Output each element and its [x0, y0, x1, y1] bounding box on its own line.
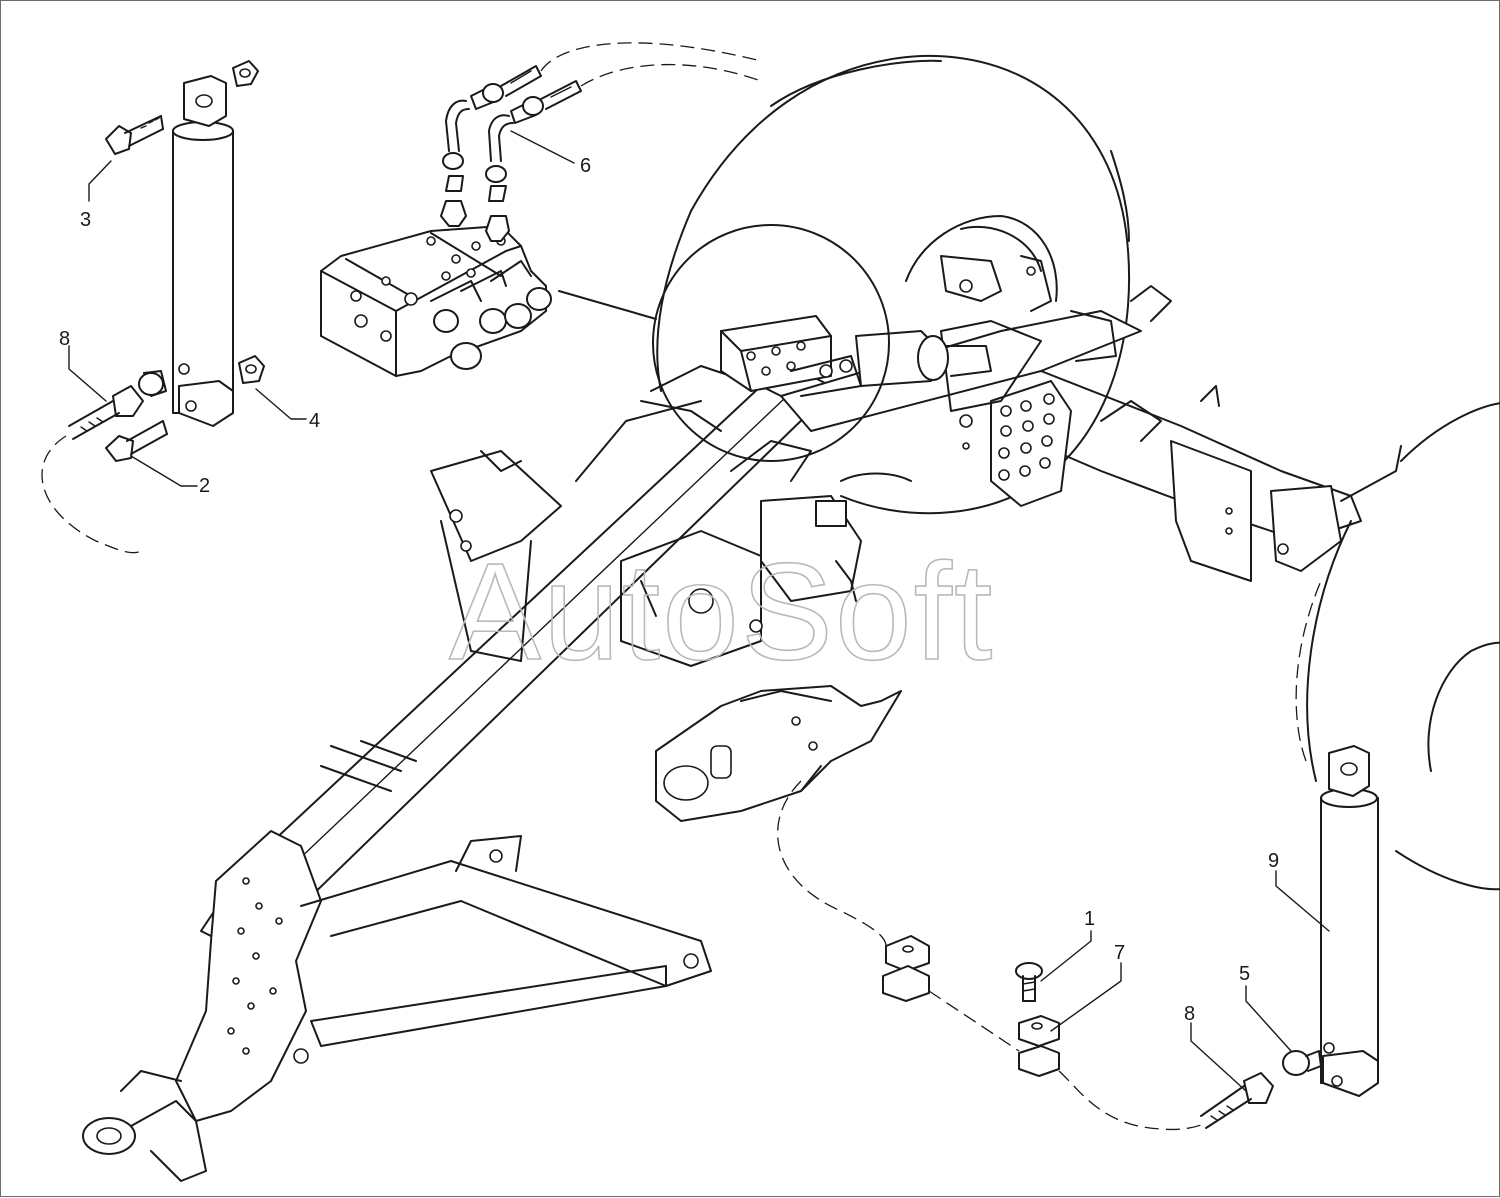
fitting-8-upper [68, 370, 167, 440]
callout-9: 9 [1268, 850, 1279, 872]
assembly-path-lower-c [1058, 1070, 1207, 1131]
rear-cross-frame [430, 400, 702, 662]
callout-6-leader [510, 130, 575, 164]
left-wheel [656, 54, 1131, 515]
assembly-path-upper [41, 435, 142, 554]
clamp-unlabelled [882, 935, 930, 1002]
callout-4-leader [255, 388, 307, 420]
callout-3: 3 [80, 209, 91, 231]
callout-2-leader [130, 455, 198, 487]
bolt-1 [1015, 962, 1043, 1002]
bolt-3 [105, 115, 164, 155]
callout-7-leader [1050, 962, 1122, 1032]
callout-4: 4 [309, 410, 320, 432]
detail-leader [558, 290, 657, 320]
callout-5: 5 [1239, 963, 1250, 985]
callout-8a-leader [68, 345, 107, 402]
hitch-plate [940, 255, 1172, 507]
valve-block [320, 225, 552, 377]
nut-4 [238, 355, 265, 384]
assembly-path-lower-b [928, 990, 1020, 1052]
hose-line-a [540, 42, 762, 72]
hose-fittings [440, 65, 582, 242]
drawbar-bracket [655, 685, 902, 822]
mounted-cylinder [855, 330, 992, 387]
axle-beam [780, 310, 1402, 582]
detail-circle [652, 224, 890, 462]
callout-9-leader [1275, 870, 1330, 932]
callout-3-leader [88, 160, 112, 202]
hose-line-b [580, 63, 762, 87]
hydraulic-cylinder-upper [172, 60, 259, 427]
fitting-5 [1282, 1050, 1322, 1076]
assembly-path-lower-a [777, 780, 887, 947]
watermark: AutoSoft [449, 535, 994, 689]
callout-1: 1 [1084, 908, 1095, 930]
callout-7: 7 [1114, 942, 1125, 964]
assembly-path-lower-d [1295, 580, 1322, 762]
callout-8a: 8 [59, 328, 70, 350]
hydraulic-cylinder-lower [1320, 745, 1379, 1097]
callout-8b-leader [1190, 1022, 1247, 1092]
bolt-2 [105, 420, 168, 462]
fitting-8-lower [1200, 1072, 1274, 1129]
callout-6: 6 [580, 155, 591, 177]
callout-8b: 8 [1184, 1003, 1195, 1025]
right-wheel [1306, 402, 1500, 891]
clamp-7 [1018, 1015, 1060, 1077]
lower-chassis-beam [82, 830, 322, 1182]
callout-5-leader [1245, 985, 1292, 1052]
callout-2: 2 [199, 475, 210, 497]
callout-1-leader [1040, 930, 1092, 982]
a-frame-drawbar [293, 835, 712, 1064]
mounted-valve-block [720, 315, 862, 397]
